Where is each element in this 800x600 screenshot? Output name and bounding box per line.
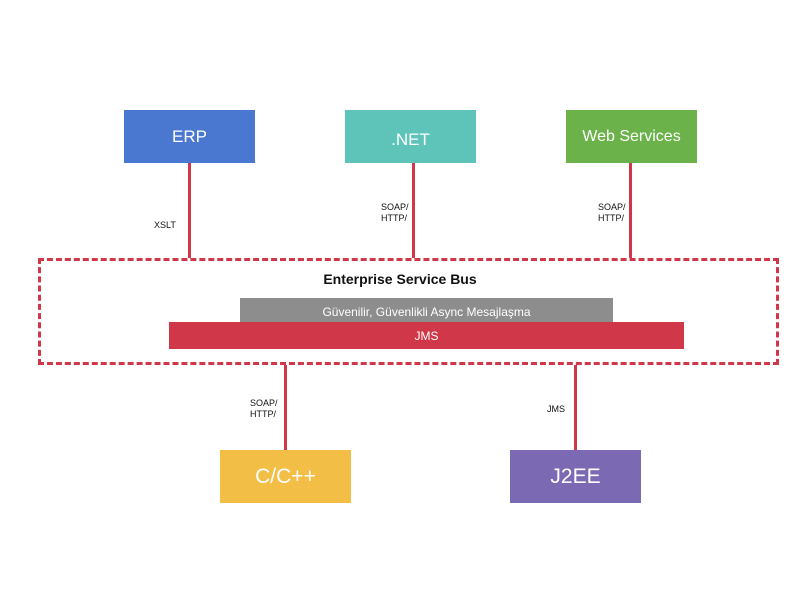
j2ee-label: J2EE (550, 464, 601, 488)
jms-bar: JMS (169, 322, 684, 349)
esb-container (38, 258, 779, 365)
esb-title: Enterprise Service Bus (323, 271, 477, 287)
erp-edge-label: XSLT (154, 220, 176, 230)
web-services-edge-label: SOAP/ HTTP/ (598, 202, 626, 223)
connector-esb-cpp (284, 365, 287, 451)
net-box: .NET (345, 110, 476, 163)
connector-net-esb (412, 162, 415, 258)
connector-esb-j2ee (574, 365, 577, 451)
web-services-box: Web Services (566, 110, 697, 163)
web-services-label: Web Services (582, 127, 681, 145)
erp-label: ERP (172, 126, 207, 146)
net-edge-label: SOAP/ HTTP/ (381, 202, 409, 223)
j2ee-edge-label: JMS (547, 404, 565, 414)
connector-erp-esb (188, 162, 191, 258)
connector-webservices-esb (629, 162, 632, 258)
jms-bar-label: JMS (414, 328, 439, 343)
j2ee-box: J2EE (510, 450, 641, 503)
cpp-label: C/C++ (255, 464, 316, 488)
messaging-label: Güvenilir, Güvenlikli Async Mesajlaşma (322, 305, 531, 319)
messaging-bar: Güvenilir, Güvenlikli Async Mesajlaşma (240, 298, 613, 322)
cpp-box: C/C++ (220, 450, 351, 503)
erp-box: ERP (124, 110, 255, 163)
net-label: .NET (391, 129, 430, 149)
cpp-edge-label: SOAP/ HTTP/ (250, 398, 278, 419)
